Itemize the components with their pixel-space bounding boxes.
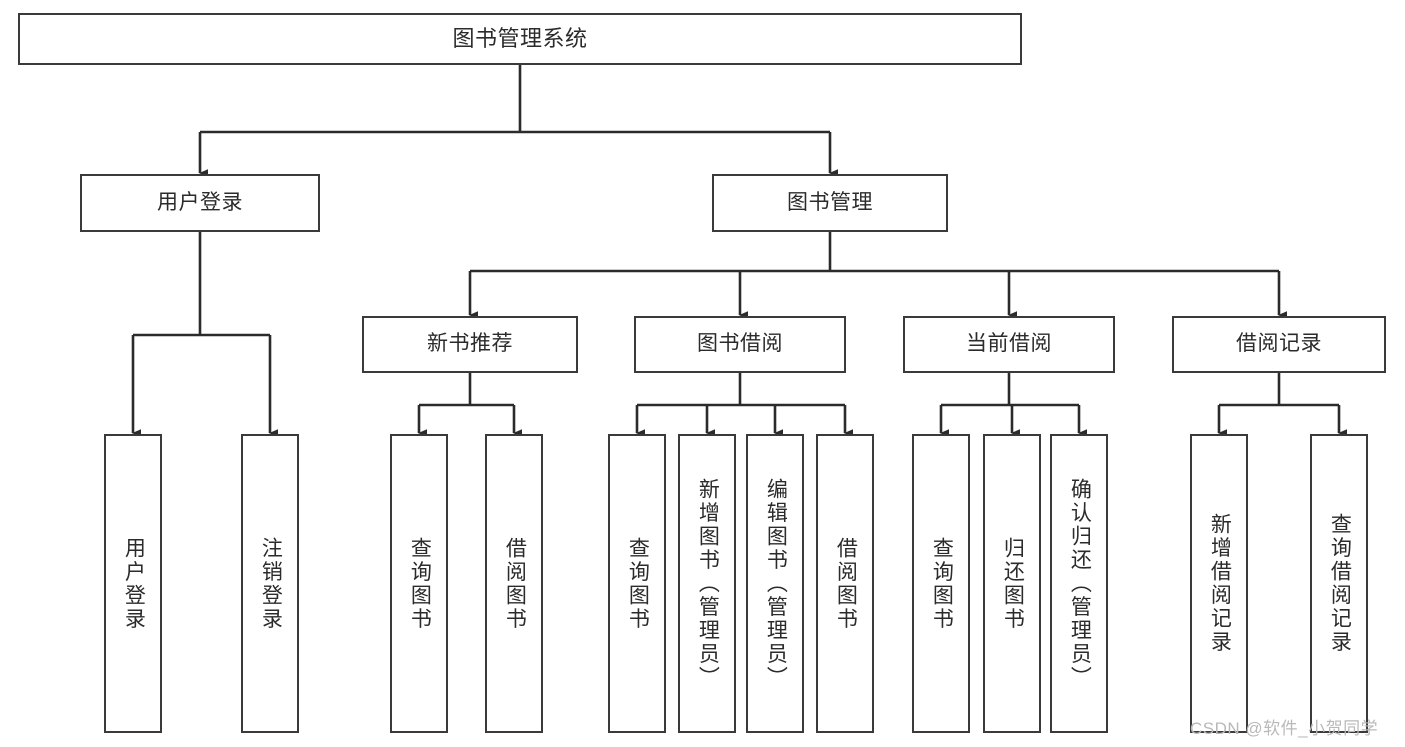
node-leaf-conf[interactable]: 确认归还（管理员） [1050,434,1108,733]
node-login[interactable]: 用户登录 [80,174,320,232]
node-label-record: 借阅记录 [1236,332,1322,356]
node-label-leaf-q1: 查询图书 [408,536,432,631]
node-current[interactable]: 当前借阅 [903,316,1115,373]
node-label-leaf-qrec: 查询借阅记录 [1328,513,1352,654]
node-leaf-b2[interactable]: 借阅图书 [816,434,874,733]
node-label-leaf-logout: 注销登录 [259,536,283,631]
edge-paths [131,65,1347,437]
node-leaf-b1[interactable]: 借阅图书 [485,434,543,733]
node-label-leaf-b2: 借阅图书 [834,536,858,631]
node-label-leaf-add: 新增图书（管理员） [696,477,720,690]
node-leaf-addrec[interactable]: 新增借阅记录 [1190,434,1248,733]
node-label-leaf-conf: 确认归还（管理员） [1068,477,1092,690]
node-leaf-logout[interactable]: 注销登录 [241,434,299,733]
node-label-borrow: 图书借阅 [697,332,783,356]
node-root[interactable]: 图书管理系统 [18,13,1022,65]
node-label-login: 用户登录 [157,190,243,214]
node-label-newbook: 新书推荐 [427,332,513,356]
node-label-leaf-q2: 查询图书 [626,536,650,631]
node-bookmgmt[interactable]: 图书管理 [712,174,948,232]
node-label-leaf-edit: 编辑图书（管理员） [764,477,788,690]
node-leaf-login[interactable]: 用户登录 [104,434,162,733]
node-label-bookmgmt: 图书管理 [787,190,873,214]
node-leaf-edit[interactable]: 编辑图书（管理员） [746,434,804,733]
node-label-leaf-b1: 借阅图书 [503,536,527,631]
node-leaf-q1[interactable]: 查询图书 [390,434,448,733]
node-leaf-add[interactable]: 新增图书（管理员） [678,434,736,733]
node-leaf-qrec[interactable]: 查询借阅记录 [1310,434,1368,733]
node-leaf-ret[interactable]: 归还图书 [983,434,1041,733]
node-newbook[interactable]: 新书推荐 [362,316,578,373]
node-label-leaf-login: 用户登录 [122,536,146,631]
node-record[interactable]: 借阅记录 [1172,316,1386,373]
node-label-current: 当前借阅 [966,332,1052,356]
node-label-root: 图书管理系统 [452,26,588,52]
node-label-leaf-addrec: 新增借阅记录 [1208,513,1232,654]
node-leaf-q2[interactable]: 查询图书 [608,434,666,733]
node-borrow[interactable]: 图书借阅 [634,316,846,373]
node-label-leaf-ret: 归还图书 [1001,536,1025,631]
node-leaf-q3[interactable]: 查询图书 [912,434,970,733]
node-label-leaf-q3: 查询图书 [930,536,954,631]
